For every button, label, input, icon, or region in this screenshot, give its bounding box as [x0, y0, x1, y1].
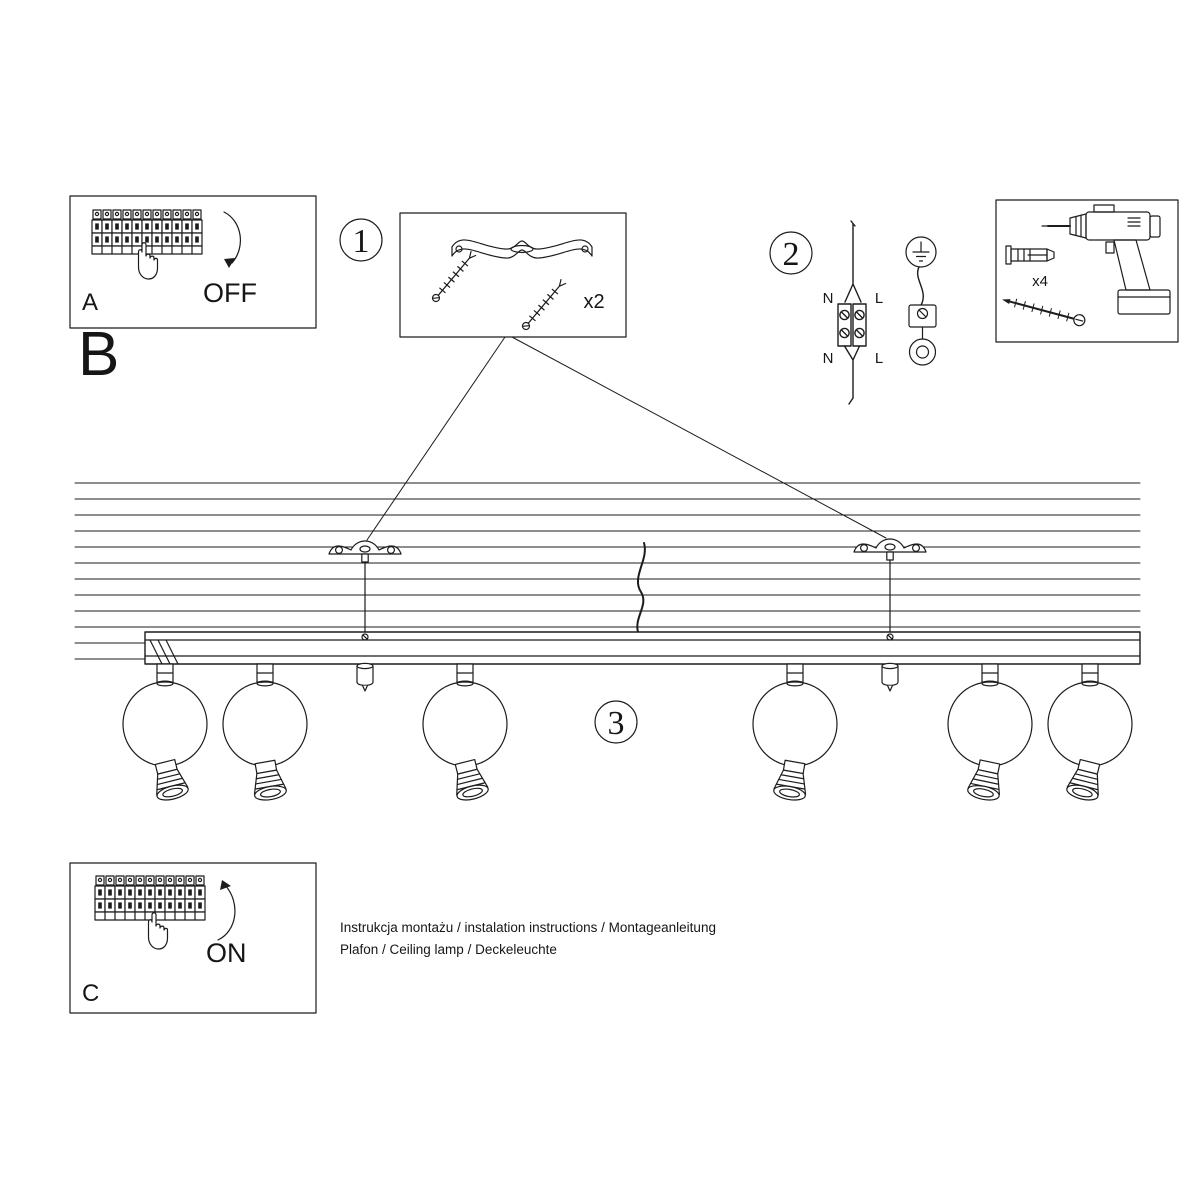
step1-group [339, 212, 627, 338]
wire-terminal-icon [837, 220, 867, 405]
step2-group [769, 220, 937, 405]
ceiling-bracket-right [853, 538, 927, 561]
section-c-label: C [82, 980, 99, 1007]
spotlight-3 [422, 663, 508, 804]
earth-ground-icon [905, 236, 937, 268]
bracket-qty-label: x2 [583, 291, 604, 313]
off-label: OFF [203, 278, 257, 308]
step2-circle [769, 231, 813, 275]
section-b-label: B [78, 320, 119, 389]
step1-box [399, 212, 627, 338]
spotlight-2 [222, 663, 308, 803]
footer-line-1: Instrukcja montażu / instalation instruc… [340, 920, 716, 935]
spotlight-1 [122, 663, 208, 804]
power-off-box [69, 195, 317, 329]
step2-number: 2 [783, 236, 800, 273]
step3-number: 3 [608, 705, 625, 742]
wire-l-bottom-label: L [875, 350, 883, 367]
bracket-leader-lines [366, 336, 887, 541]
spotlight-6 [1047, 663, 1133, 804]
mounting-strap-icon [451, 239, 593, 259]
step3-circle [594, 700, 638, 744]
wire-n-top-label: N [823, 290, 834, 307]
wire-n-bottom-label: N [823, 350, 834, 367]
tools-box [995, 199, 1179, 343]
fuse-box-icon [92, 210, 202, 254]
spotlight-4 [752, 663, 838, 803]
step1-number: 1 [353, 223, 370, 260]
lamp-rail [144, 631, 1141, 665]
cap-nut-right [881, 662, 899, 692]
on-label: ON [206, 938, 247, 968]
wall-anchor-icon [1005, 245, 1055, 265]
power-on-box [69, 862, 317, 1014]
drill-icon [1041, 204, 1171, 315]
power-cable [636, 542, 646, 633]
footer-line-2: Plafon / Ceiling lamp / Deckeleuchte [340, 942, 557, 957]
anchor-qty-label: x4 [1032, 273, 1048, 290]
toggle-screw-icon [430, 250, 477, 304]
ground-clamp-icon [908, 266, 937, 366]
wire-l-top-label: L [875, 290, 883, 307]
flip-up-arrow-icon [217, 880, 236, 941]
flip-down-arrow-icon [223, 211, 241, 268]
fuse-box-icon [95, 876, 205, 920]
step1-circle [339, 218, 383, 262]
cap-nut-left [356, 662, 374, 692]
spotlight-5 [947, 663, 1033, 804]
screw-icon [1002, 298, 1086, 327]
toggle-screw-icon [520, 278, 567, 332]
ceiling-hatch [74, 482, 1141, 660]
ceiling-bracket-left [328, 540, 402, 563]
section-a-label: A [82, 289, 98, 316]
